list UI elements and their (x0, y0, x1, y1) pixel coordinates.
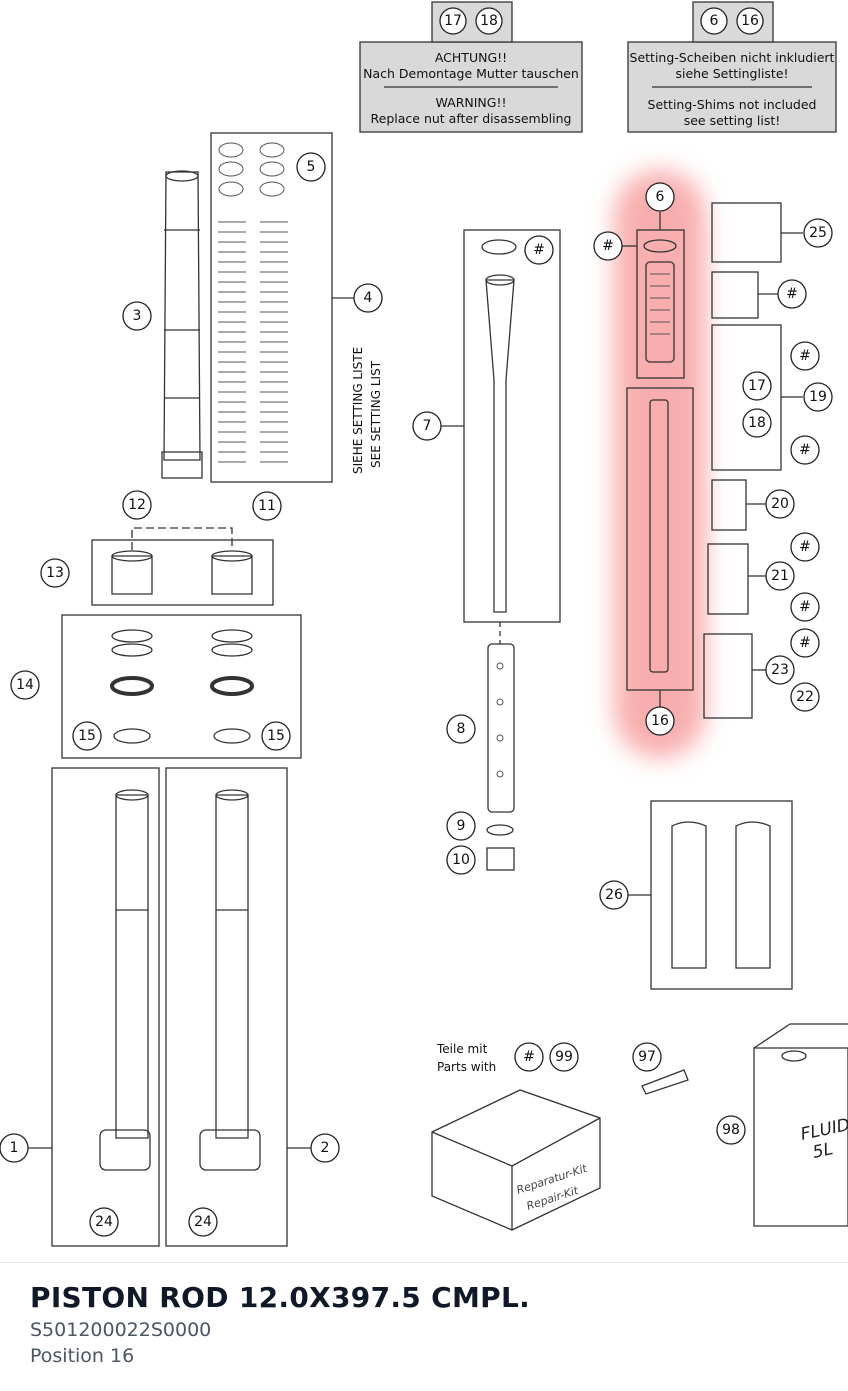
callout-97[interactable]: 97 (638, 1049, 656, 1065)
callout-4[interactable]: 4 (364, 290, 373, 306)
callout-11[interactable]: 11 (258, 498, 276, 514)
callout-hash-19-top[interactable]: # (799, 348, 811, 364)
selected-part-highlight (614, 170, 706, 758)
warning-shims-de-line2: siehe Settingliste! (675, 66, 788, 81)
part-name: PISTON ROD 12.0X397.5 CMPL. (30, 1281, 531, 1314)
callout-18[interactable]: 18 (748, 415, 766, 431)
callout-hash-21-top[interactable]: # (799, 539, 811, 555)
warning-nut-en-text: Replace nut after disassembling (371, 111, 572, 126)
callout-16[interactable]: 16 (651, 713, 669, 729)
callout-3[interactable]: 3 (133, 308, 142, 324)
part-info-panel: PISTON ROD 12.0X397.5 CMPL. S501200022S0… (0, 1262, 848, 1391)
callout-9[interactable]: 9 (457, 818, 466, 834)
callout-hash-cartridge[interactable]: # (533, 242, 545, 258)
warning-shims-ref-6: 6 (710, 13, 719, 29)
callout-23[interactable]: 23 (771, 662, 789, 678)
warning-shims-en-line2: see setting list! (684, 113, 781, 128)
part-number: S501200022S0000 (30, 1319, 212, 1341)
repair-kit-label-en: Parts with (437, 1060, 496, 1074)
fluid-can-text-2: 5L (811, 1139, 835, 1163)
callout-hash-19-bottom[interactable]: # (799, 442, 811, 458)
warning-nut-de-title: ACHTUNG!! (435, 50, 507, 65)
callout-15-left[interactable]: 15 (78, 728, 96, 744)
callout-12[interactable]: 12 (128, 497, 146, 513)
callout-hash-6[interactable]: # (602, 238, 614, 254)
warning-shims-en-line1: Setting-Shims not included (648, 97, 817, 112)
setting-list-note-en: SEE SETTING LIST (369, 360, 383, 468)
callout-hash-21-bottom[interactable]: # (799, 599, 811, 615)
callout-10[interactable]: 10 (452, 852, 470, 868)
callout-8[interactable]: 8 (457, 721, 466, 737)
callout-25[interactable]: 25 (809, 225, 827, 241)
callout-hash-oring[interactable]: # (786, 286, 798, 302)
warning-nut-ref-17: 17 (444, 13, 462, 29)
callout-5[interactable]: 5 (307, 159, 316, 175)
repair-kit-ref-hash[interactable]: # (523, 1049, 535, 1065)
callout-22[interactable]: 22 (796, 689, 814, 705)
warning-shims-de-line1: Setting-Scheiben nicht inkludiert (630, 50, 835, 65)
callout-2[interactable]: 2 (321, 1140, 330, 1156)
setting-list-note-de: SIEHE SETTING LISTE (351, 347, 365, 474)
callout-26[interactable]: 26 (605, 887, 623, 903)
callout-hash-23[interactable]: # (799, 635, 811, 651)
callout-19[interactable]: 19 (809, 389, 827, 405)
callout-98[interactable]: 98 (722, 1122, 740, 1138)
callout-6[interactable]: 6 (656, 189, 665, 205)
warning-nut-ref-18: 18 (480, 13, 498, 29)
callout-20[interactable]: 20 (771, 496, 789, 512)
callout-21[interactable]: 21 (771, 568, 789, 584)
callout-17[interactable]: 17 (748, 378, 766, 394)
warning-nut-de-text: Nach Demontage Mutter tauschen (363, 66, 579, 81)
repair-kit-ref-99[interactable]: 99 (555, 1049, 573, 1065)
exploded-parts-diagram: ACHTUNG!! Nach Demontage Mutter tauschen… (0, 1, 848, 1247)
repair-kit-label-de: Teile mit (436, 1042, 488, 1056)
callout-15-right[interactable]: 15 (267, 728, 285, 744)
callout-1[interactable]: 1 (10, 1140, 19, 1156)
warning-shims-ref-16: 16 (741, 13, 759, 29)
warning-nut-en-title: WARNING!! (435, 95, 506, 110)
callout-13[interactable]: 13 (46, 565, 64, 581)
callout-14[interactable]: 14 (16, 677, 34, 693)
callout-24-right[interactable]: 24 (194, 1214, 212, 1230)
callout-7[interactable]: 7 (423, 418, 432, 434)
part-position: Position 16 (30, 1345, 135, 1367)
callout-24-left[interactable]: 24 (95, 1214, 113, 1230)
